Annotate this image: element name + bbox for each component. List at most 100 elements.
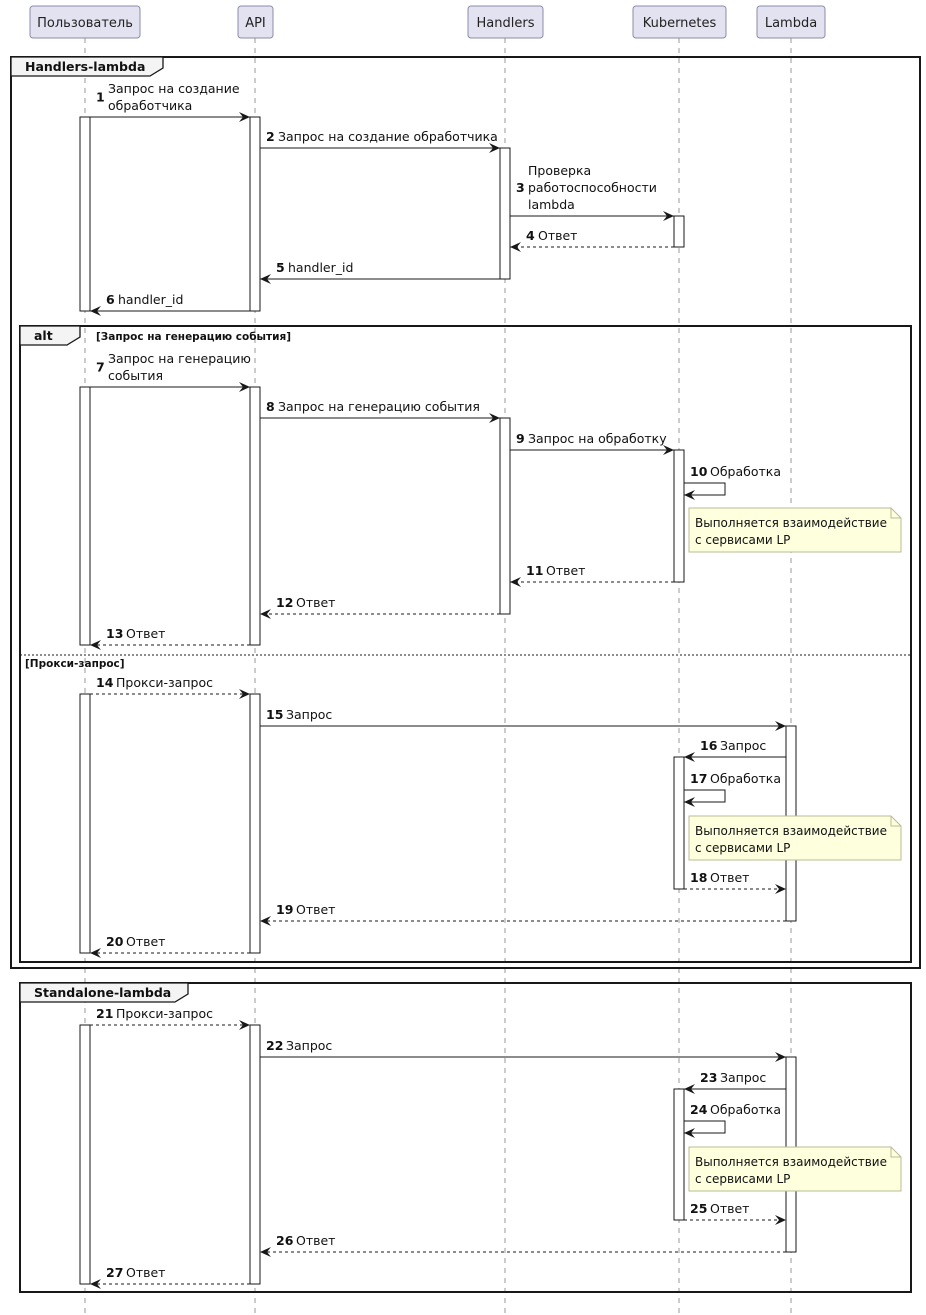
- message-number: 15: [266, 707, 283, 722]
- message-number: 3: [516, 180, 525, 195]
- message-number: 25: [690, 1201, 707, 1216]
- note: Выполняется взаимодействие с сервисами LP: [688, 815, 902, 861]
- note-text: с сервисами LP: [695, 533, 790, 547]
- message-number: 13: [106, 626, 123, 641]
- message-label: Запрос на создание обработчика: [278, 129, 498, 144]
- activation-user: [79, 693, 91, 954]
- message-label: события: [108, 368, 163, 383]
- message-label: handler_id: [118, 292, 183, 307]
- message-label: Запрос: [286, 1038, 332, 1053]
- message-label: Ответ: [710, 870, 749, 885]
- participant-label: Пользователь: [37, 16, 133, 31]
- activation-k8s: [673, 1088, 685, 1221]
- message-number: 19: [276, 902, 293, 917]
- participant-api: API: [237, 5, 274, 39]
- message-label: lambda: [528, 197, 575, 212]
- message-label: handler_id: [288, 260, 353, 275]
- message-number: 24: [690, 1102, 708, 1117]
- participant-label: API: [245, 16, 266, 31]
- activation-k8s: [673, 449, 685, 583]
- message-label: Запрос на генерацию: [108, 351, 251, 366]
- note-text: Выполняется взаимодействие: [695, 1155, 887, 1169]
- alt-frame: [19, 325, 912, 963]
- message-label: Запрос на создание: [108, 81, 240, 96]
- message-label: Ответ: [296, 595, 335, 610]
- group-handlers-lambda: Handlers-lambda: [10, 56, 164, 77]
- group-standalone-lambda-label: Standalone-lambda: [34, 985, 171, 1000]
- message-number: 5: [276, 260, 285, 275]
- participant-k8s: Kubernetes: [632, 5, 727, 39]
- note: Выполняется взаимодействие с сервисами LP: [688, 1146, 902, 1192]
- message-label: обработчика: [108, 98, 192, 113]
- activation-k8s: [673, 756, 685, 890]
- message-label: работоспособности: [528, 180, 657, 195]
- message-number: 18: [690, 870, 707, 885]
- message-number: 6: [106, 292, 115, 307]
- group-handlers-lambda-label: Handlers-lambda: [25, 59, 145, 74]
- message-number: 22: [266, 1038, 283, 1053]
- message-label: Запрос на обработку: [528, 431, 667, 446]
- activation-api: [249, 386, 261, 646]
- note: Выполняется взаимодействие с сервисами LP: [688, 507, 902, 553]
- message-number: 26: [276, 1233, 294, 1248]
- message-label: Ответ: [126, 626, 165, 641]
- message-label: Запрос: [286, 707, 332, 722]
- message-number: 7: [96, 360, 105, 375]
- message-label: Ответ: [126, 1265, 165, 1280]
- message-label: Обработка: [710, 464, 781, 479]
- message-label: Проверка: [528, 163, 591, 178]
- message-number: 2: [266, 129, 275, 144]
- alt-block-label: alt: [34, 328, 53, 343]
- participant-label: Handlers: [477, 16, 535, 31]
- activation-api: [249, 693, 261, 954]
- activation-user: [79, 116, 91, 312]
- participant-label: Lambda: [765, 16, 817, 31]
- message-number: 4: [526, 228, 535, 243]
- group-standalone-lambda: Standalone-lambda: [19, 982, 189, 1003]
- message-number: 27: [106, 1265, 123, 1280]
- message-number: 16: [700, 738, 718, 753]
- note-text: Выполняется взаимодействие: [695, 516, 887, 530]
- note-text: Выполняется взаимодействие: [695, 824, 887, 838]
- message-number: 23: [700, 1070, 717, 1085]
- message-number: 14: [96, 675, 114, 690]
- message-label: Ответ: [296, 1233, 335, 1248]
- activation-user: [79, 1024, 91, 1285]
- alt-condition-2: [Прокси-запрос]: [25, 658, 125, 670]
- message-number: 12: [276, 595, 293, 610]
- message-label: Ответ: [710, 1201, 749, 1216]
- message-number: 21: [96, 1006, 113, 1021]
- alt-condition-1: [Запрос на генерацию события]: [96, 331, 291, 343]
- message-label: Ответ: [546, 563, 585, 578]
- note-text: с сервисами LP: [695, 1172, 790, 1186]
- participant-user: Пользователь: [29, 5, 141, 39]
- message-label: Обработка: [710, 1102, 781, 1117]
- message-number: 20: [106, 934, 124, 949]
- group-standalone-lambda-frame: [19, 982, 912, 1293]
- alt-block: alt: [19, 325, 81, 346]
- message-number: 17: [690, 771, 707, 786]
- participant-lambda: Lambda: [756, 5, 826, 39]
- message-number: 9: [516, 431, 525, 446]
- activation-handlers: [499, 147, 511, 280]
- note-text: с сервисами LP: [695, 841, 790, 855]
